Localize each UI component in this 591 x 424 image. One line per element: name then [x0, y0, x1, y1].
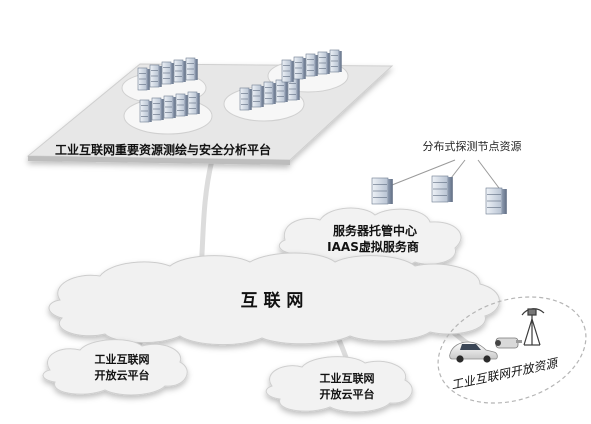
server-rack: [185, 57, 198, 81]
server-rack: [173, 59, 186, 83]
server-rack: [151, 97, 164, 121]
open-cloud-middle-line1: 工业互联网: [320, 371, 375, 385]
open-resources-label: 工业互联网开放资源: [450, 356, 561, 393]
iaas-provider-label: IAAS虚拟服务商: [327, 239, 419, 254]
server-racks: [137, 49, 342, 123]
internet-cloud: [48, 252, 500, 345]
server-rack: [329, 49, 342, 73]
probe-server-group: [371, 175, 507, 215]
server-rack: [293, 56, 306, 80]
server-rack: [139, 99, 152, 123]
open-cloud-left-line2: 开放云平台: [95, 368, 150, 382]
server-rack: [163, 95, 176, 119]
hosting-center-label: 服务器托管中心: [333, 223, 417, 238]
server-rack: [305, 53, 318, 77]
server-rack: [175, 93, 188, 117]
open-cloud-platform-left: [42, 339, 188, 396]
server-rack: [239, 87, 252, 111]
server-rack: [187, 91, 200, 115]
server-rack: [149, 64, 162, 88]
open-resources-zone: [437, 296, 587, 404]
server-rack: [251, 84, 264, 108]
server-rack: [275, 79, 288, 103]
probe-server-icon: [485, 187, 507, 215]
server-rack: [317, 51, 330, 75]
open-cloud-left-line1: 工业互联网: [95, 352, 150, 366]
server-rack: [263, 81, 276, 105]
probe-server-icon: [431, 175, 453, 203]
probe-nodes-label: 分布式探测节点资源: [423, 139, 522, 153]
antenna-tower-icon: [521, 308, 545, 346]
connected-car-icon: [449, 341, 498, 363]
open-cloud-platform-middle: [265, 356, 413, 413]
probe-server-icon: [371, 177, 393, 205]
server-rack: [137, 67, 150, 91]
open-cloud-middle-line2: 开放云平台: [320, 387, 375, 401]
internet-label: 互 联 网: [241, 291, 304, 311]
server-rack: [281, 59, 294, 83]
server-rack: [161, 61, 174, 85]
platform-label: 工业互联网重要资源测绘与安全分析平台: [55, 142, 271, 157]
surveillance-camera-icon: [495, 337, 522, 349]
